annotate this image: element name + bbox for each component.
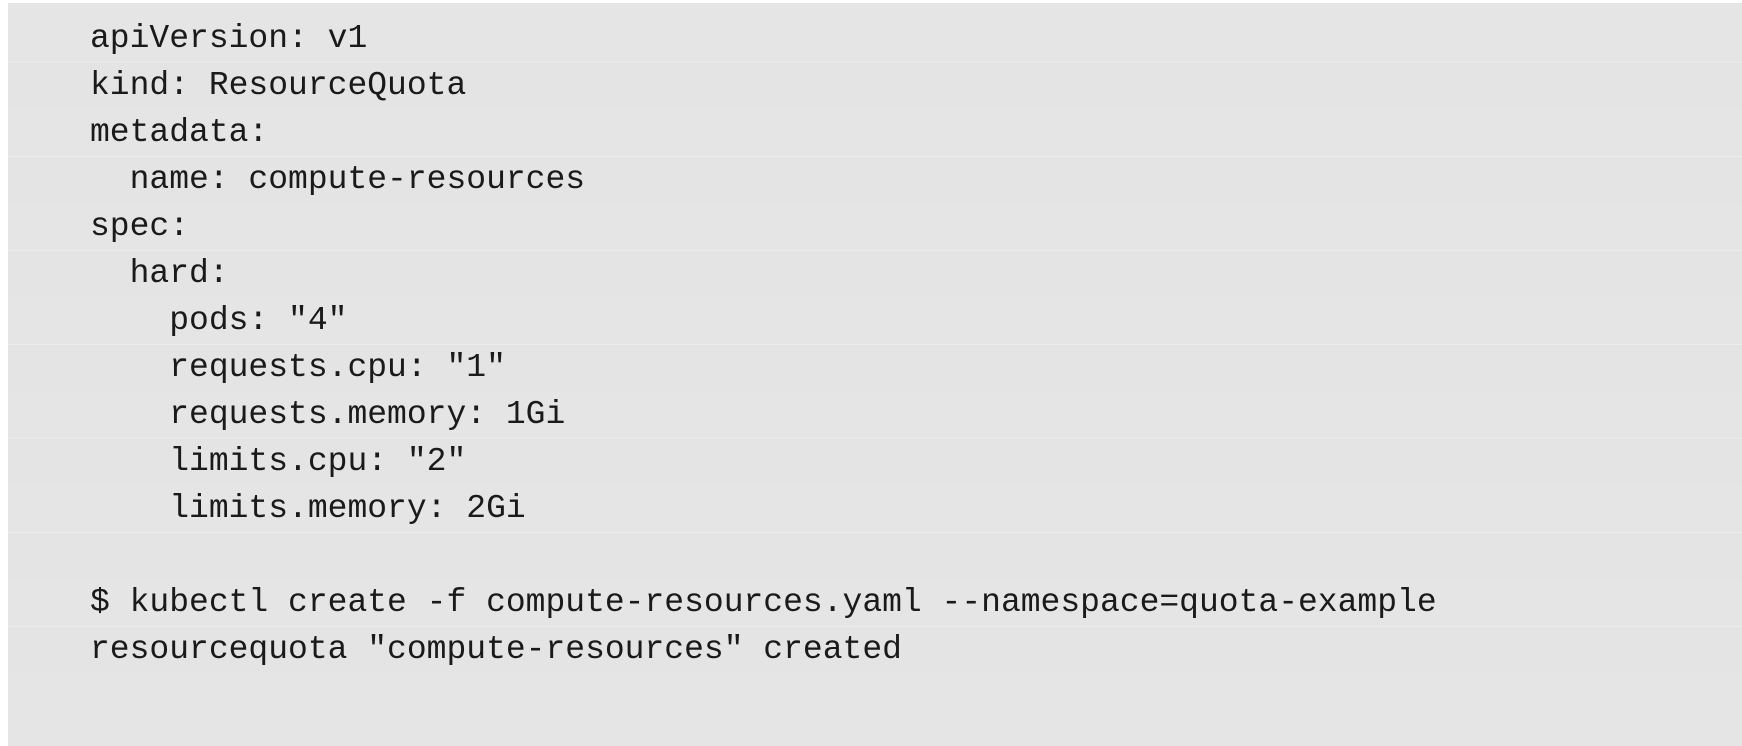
code-line: limits.memory: 2Gi	[90, 490, 526, 527]
code-line: name: compute-resources	[8, 156, 1742, 203]
code-line-list: apiVersion: v1 kind: ResourceQuota metadat…	[8, 3, 1742, 673]
code-line: spec:	[90, 208, 190, 245]
code-block: apiVersion: v1 kind: ResourceQuota metadat…	[8, 3, 1742, 746]
code-line: limits.cpu: "2"	[8, 438, 1742, 485]
code-line: $ kubectl create -f compute-resources.ya…	[90, 584, 1437, 621]
code-line: apiVersion: v1	[90, 20, 368, 57]
code-line: requests.cpu: "1"	[8, 344, 1742, 391]
code-line: metadata:	[90, 114, 269, 151]
code-line: hard:	[8, 250, 1742, 297]
code-line: pods: "4"	[90, 302, 348, 339]
code-line: resourcequota "compute-resources" create…	[8, 626, 1742, 673]
code-line	[8, 532, 1742, 579]
code-line: kind: ResourceQuota	[8, 62, 1742, 109]
code-line: requests.memory: 1Gi	[90, 396, 566, 433]
